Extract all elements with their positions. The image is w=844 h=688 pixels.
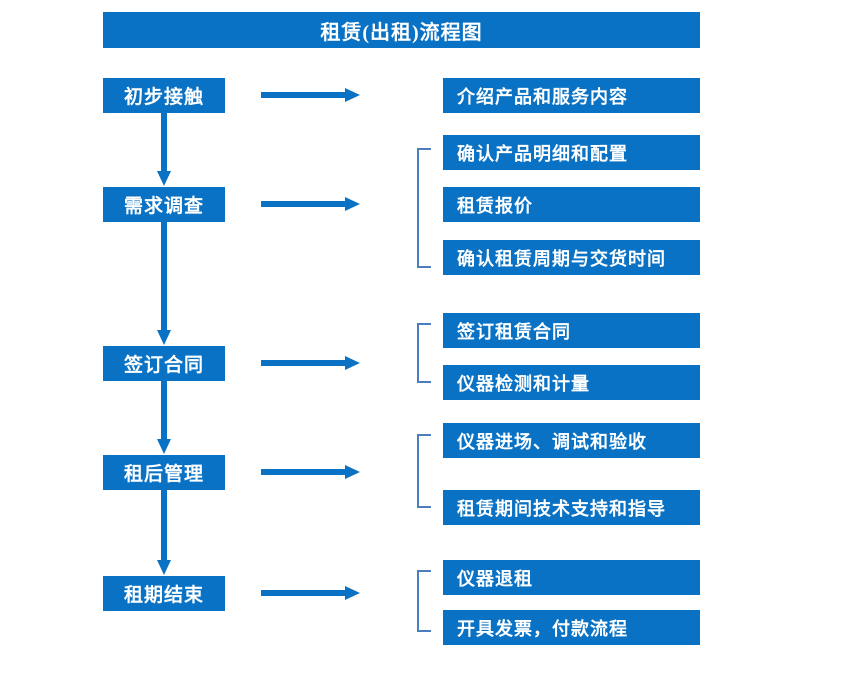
group-bracket-3 xyxy=(417,434,431,508)
detail-box-8[interactable]: 租赁期间技术支持和指导 xyxy=(443,490,700,525)
detail-box-10[interactable]: 开具发票，付款流程 xyxy=(443,610,700,645)
horizontal-arrow-2 xyxy=(261,195,361,213)
horizontal-arrow-5 xyxy=(261,584,361,602)
stage-box-3[interactable]: 签订合同 xyxy=(103,346,225,381)
horizontal-arrow-1 xyxy=(261,86,361,104)
group-bracket-2 xyxy=(417,323,431,383)
vertical-arrow-2 xyxy=(155,222,173,346)
detail-box-9[interactable]: 仪器退租 xyxy=(443,560,700,595)
detail-box-1[interactable]: 介绍产品和服务内容 xyxy=(443,78,700,113)
horizontal-arrow-4 xyxy=(261,463,361,481)
stage-box-1[interactable]: 初步接触 xyxy=(103,78,225,113)
detail-box-7[interactable]: 仪器进场、调试和验收 xyxy=(443,423,700,458)
horizontal-arrow-3 xyxy=(261,354,361,372)
vertical-arrow-1 xyxy=(155,113,173,187)
detail-box-5[interactable]: 签订租赁合同 xyxy=(443,313,700,348)
detail-box-4[interactable]: 确认租赁周期与交货时间 xyxy=(443,240,700,275)
stage-box-5[interactable]: 租期结束 xyxy=(103,576,225,611)
vertical-arrow-3 xyxy=(155,381,173,455)
vertical-arrow-4 xyxy=(155,490,173,576)
detail-box-2[interactable]: 确认产品明细和配置 xyxy=(443,135,700,170)
detail-box-6[interactable]: 仪器检测和计量 xyxy=(443,365,700,400)
stage-box-4[interactable]: 租后管理 xyxy=(103,455,225,490)
group-bracket-1 xyxy=(417,148,431,268)
diagram-title: 租赁(出租)流程图 xyxy=(103,12,700,48)
detail-box-3[interactable]: 租赁报价 xyxy=(443,187,700,222)
stage-box-2[interactable]: 需求调查 xyxy=(103,187,225,222)
group-bracket-4 xyxy=(417,570,431,632)
